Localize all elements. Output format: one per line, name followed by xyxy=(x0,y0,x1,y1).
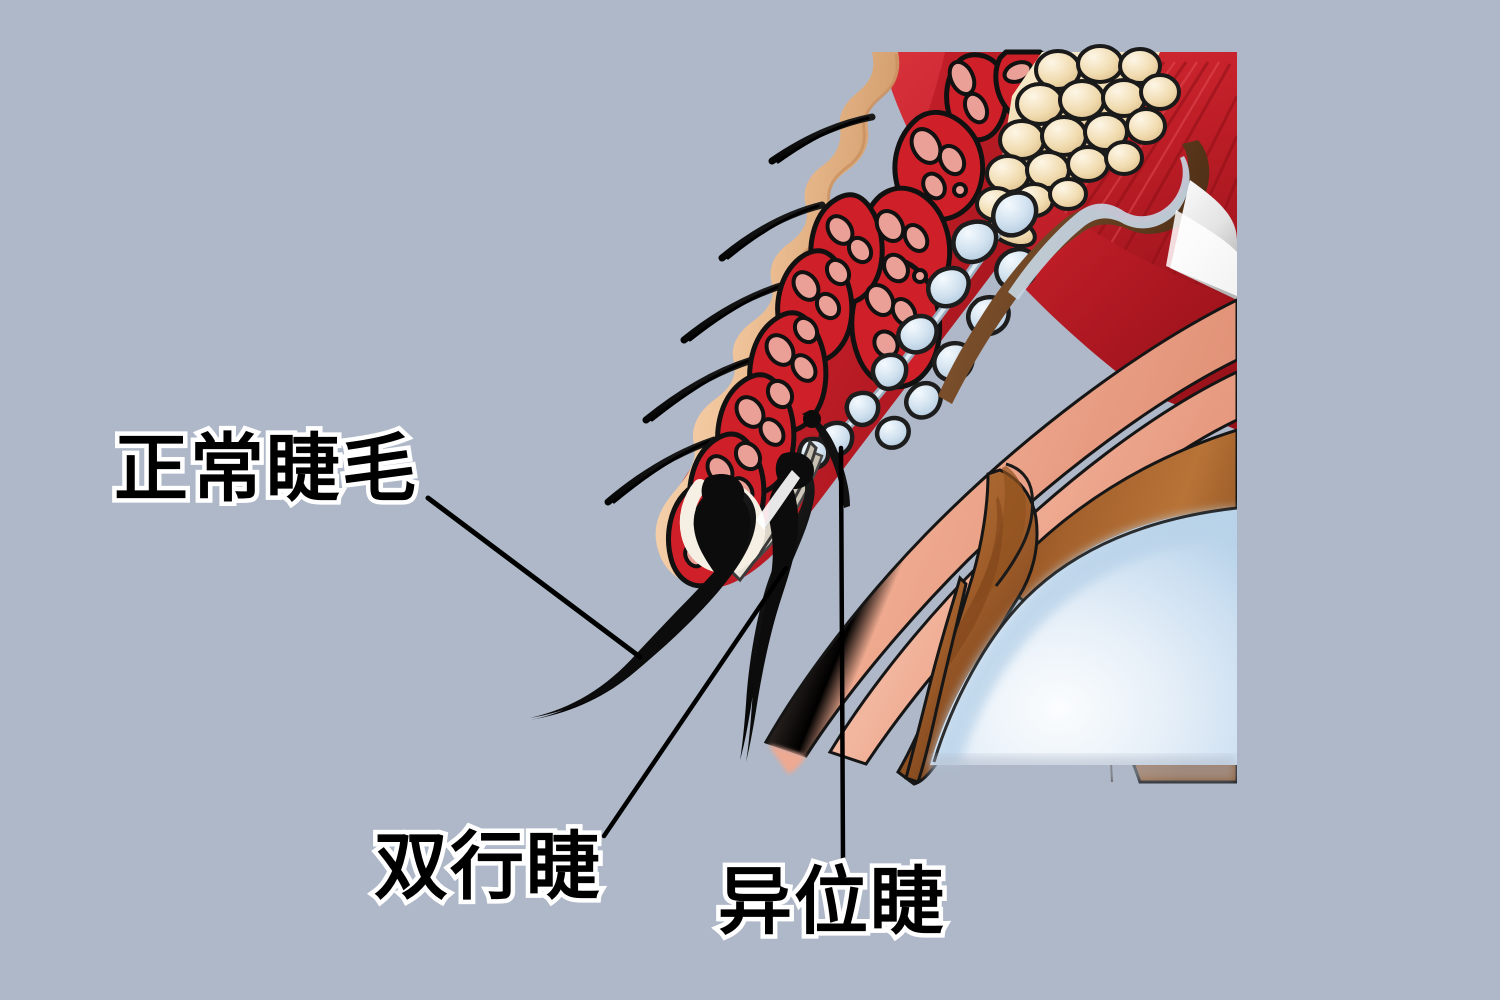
anatomy-artwork xyxy=(530,44,1237,786)
orbital-fat xyxy=(975,44,1181,249)
label-normal-lash-text: 正常睫毛 xyxy=(114,426,418,512)
eyelash-hairs-outer xyxy=(604,113,876,506)
conjunctival-fornix-fold xyxy=(938,140,1210,404)
label-distichiasis-outline: 双行睫 xyxy=(370,824,605,910)
leader-line-normal-lash xyxy=(425,495,643,660)
label-distichiasis-text: 双行睫 xyxy=(374,824,602,910)
cornea-sclera xyxy=(930,506,1237,782)
limbal-edge-tip xyxy=(904,575,968,784)
label-ectopic-cilia-text: 异位睫 xyxy=(718,859,946,945)
duct-glint xyxy=(756,470,800,530)
ectopic-cilia-hair xyxy=(802,410,850,508)
limbal-highlight-wedge xyxy=(1166,180,1237,300)
leader-line-distichiasis xyxy=(601,565,789,839)
label-normal-lash-outline: 正常睫毛 xyxy=(110,426,421,512)
label-ectopic-cilia-outline: 异位睫 xyxy=(714,859,949,945)
leader-line-ectopic-cilia xyxy=(838,445,846,863)
leader-lines xyxy=(425,445,846,863)
